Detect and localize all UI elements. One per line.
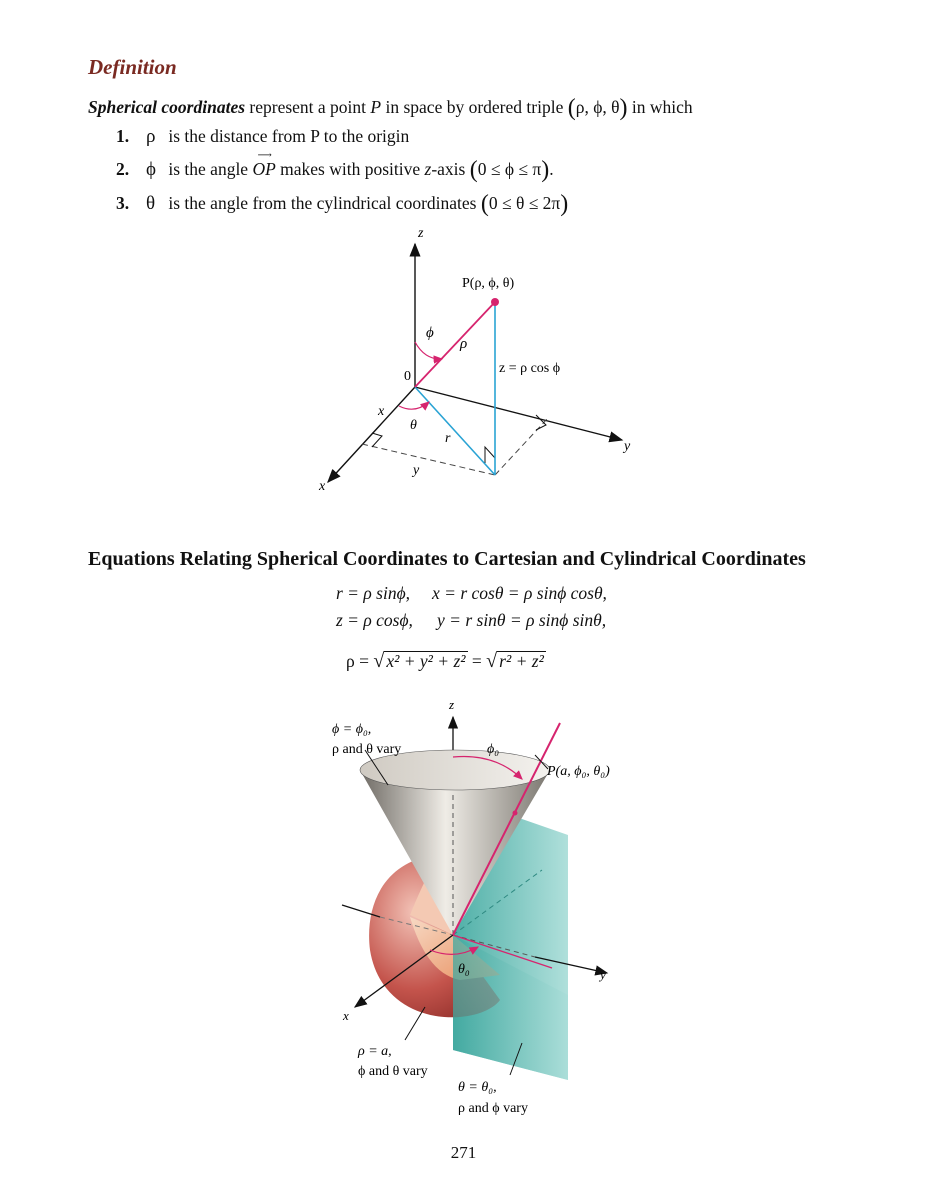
list-item-3: 3. θ is the angle from the cylindrical co… — [116, 191, 569, 217]
vector-op: ⟶OP — [252, 150, 276, 179]
x-axis-line — [327, 386, 416, 484]
item-number: 3. — [116, 193, 130, 213]
item-symbol: ρ — [146, 126, 156, 147]
item-text: is the angle from the cylindrical coordi… — [168, 193, 477, 213]
equation-r: r = ρ sinϕ, — [336, 583, 410, 603]
equation-y: y = r sinθ = ρ sinϕ sinθ, — [437, 610, 607, 630]
intro-triple: ρ, ϕ, θ — [575, 97, 620, 117]
cone-label-line2: ρ and θ vary — [332, 742, 401, 757]
point-p — [491, 298, 499, 306]
cone-top — [359, 749, 551, 791]
intro-end: in which — [631, 97, 693, 117]
intro-term: Spherical coordinates — [88, 97, 246, 117]
sphere-label-line1: ρ = a, — [357, 1044, 392, 1059]
item-text: is the distance from P to the origin — [168, 126, 410, 146]
r-segment — [414, 386, 496, 476]
definition-intro: Spherical coordinates represent a point … — [88, 95, 693, 121]
z-axis-label: z — [448, 697, 454, 712]
phi-label: ϕ — [426, 325, 434, 341]
radicand-1: x² + y² + z² — [384, 651, 468, 671]
item-range: 0 ≤ ϕ ≤ π — [477, 159, 542, 179]
definition-title: Definition — [88, 55, 177, 79]
equation-rho: ρ = √x² + y² + z² = √r² + z² — [346, 650, 546, 672]
theta-arc — [398, 401, 430, 411]
r-label: r — [445, 431, 451, 446]
item-text: -axis — [431, 159, 466, 179]
phi0-arc — [452, 755, 523, 780]
y-coordinate-label: y — [411, 463, 420, 478]
radicand-2: r² + z² — [497, 651, 546, 671]
phi-arc — [414, 341, 444, 364]
origin-label: 0 — [404, 369, 411, 384]
item-text: makes with positive — [280, 159, 421, 179]
page-number: 271 — [450, 1143, 477, 1162]
cone-surface — [360, 770, 550, 935]
rho-segment — [414, 301, 496, 388]
equation-z: z = ρ cosϕ, — [336, 610, 413, 630]
theta0-label: θ₀ — [458, 962, 470, 977]
item-text: is the angle — [168, 159, 249, 179]
item-range: 0 ≤ θ ≤ 2π — [488, 193, 561, 213]
point-p — [512, 810, 518, 816]
point-label: P(a, ϕ₀, θ₀) — [546, 764, 610, 779]
item-number: 2. — [116, 159, 130, 179]
item-axis: z — [424, 159, 432, 179]
x-axis-label: x — [342, 1008, 349, 1023]
phi0-label: ϕ₀ — [487, 742, 499, 757]
x-axis-label: x — [318, 479, 326, 494]
y-axis-label: y — [622, 439, 631, 454]
plane-label-line2: ρ and ϕ vary — [458, 1101, 528, 1116]
x-axis-line — [353, 934, 454, 1008]
cone-label-line1: ϕ = ϕ₀, — [332, 722, 371, 737]
item-symbol: ϕ — [146, 159, 157, 180]
y-axis-line — [534, 956, 609, 976]
x-coordinate-label: x — [377, 404, 385, 419]
z-equation-label: z = ρ cos ϕ — [499, 361, 560, 376]
intro-text: represent a point — [249, 97, 367, 117]
equation-x: x = r cosθ = ρ sinϕ cosθ, — [432, 583, 607, 603]
equation-lhs: ρ = — [346, 651, 369, 671]
list-item-2: 2. ϕ is the angle ⟶OP makes with positive… — [116, 150, 554, 183]
point-label: P(ρ, ϕ, θ) — [462, 276, 515, 291]
y-axis-label: y — [598, 967, 606, 982]
item-symbol: θ — [146, 193, 156, 214]
sphere-label-line2: ϕ and θ vary — [358, 1064, 428, 1079]
item-number: 1. — [116, 126, 130, 146]
intro-text2: in space by ordered triple — [385, 97, 564, 117]
spherical-coordinates-figure: z P(ρ, ϕ, θ) ϕ ρ z = ρ cos ϕ 0 x θ r y y… — [318, 226, 631, 494]
rho-ray — [452, 722, 561, 936]
theta0-arc — [429, 946, 480, 955]
z-axis-label: z — [417, 226, 424, 241]
list-item-1: 1. ρ is the distance from P to the origin — [116, 126, 409, 148]
plane-label-line1: θ = θ₀, — [458, 1080, 497, 1095]
intro-point: P — [370, 97, 382, 117]
coordinate-surfaces-figure: z ϕ = ϕ₀, ρ and θ vary ϕ₀ P(a, ϕ₀, θ₀) θ… — [332, 697, 610, 1116]
theta-label: θ — [410, 418, 417, 433]
section-heading: Equations Relating Spherical Coordinates… — [88, 548, 806, 570]
y-axis-line — [414, 386, 624, 443]
rho-label: ρ — [459, 336, 467, 352]
